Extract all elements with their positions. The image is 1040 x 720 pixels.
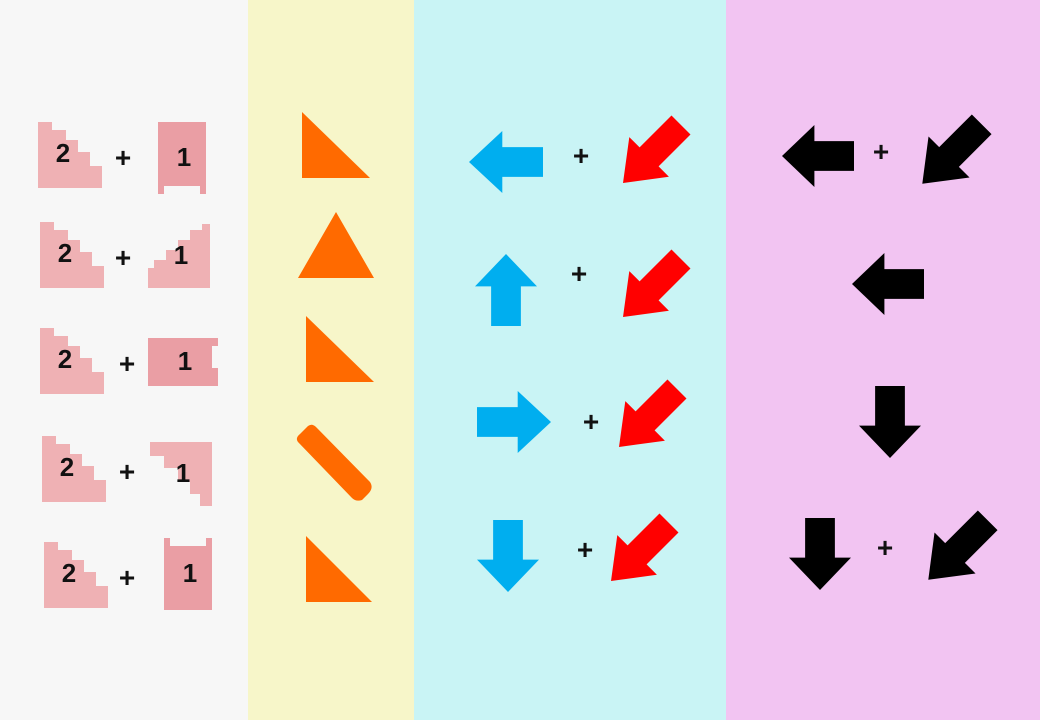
piece-one-shape [164,538,212,610]
arrow-left-icon-path [852,253,924,315]
arrow-right-icon-path [477,391,551,453]
right-triangle-icon [302,112,370,178]
piece-two-shape [42,436,106,502]
arrow-left-icon [469,131,543,193]
plus-sign: + [570,258,588,289]
shape-path [298,212,374,278]
arrow-down-left-icon-path [922,114,992,184]
piece-one-label: 1 [182,558,198,588]
arrow-down-left-icon [623,115,691,183]
piece-one-1 [148,224,210,288]
arrow-down-left-icon [922,114,992,184]
piece-two-shape [40,222,104,288]
arrow-down-left-icon [611,513,679,581]
shape-path [306,536,372,602]
plus-sign: + [872,136,890,167]
arrow-up-icon-path [475,254,537,326]
plus-sign: + [114,242,132,273]
shape-path [296,424,372,501]
piece-one-label: 1 [173,240,189,270]
piece-one-3 [150,442,212,506]
plus-sign: + [572,140,590,171]
piece-two-label: 2 [57,238,73,268]
arrow-down-left-icon-path [623,249,691,317]
piece-one-4 [164,538,212,610]
arrow-down-icon-path [789,518,851,590]
arrow-right-icon [477,391,551,453]
piece-two-0 [38,122,102,188]
plus-sign: + [576,534,594,565]
plus-sign: + [118,348,136,379]
piece-two-shape [38,122,102,188]
piece-two-shape [40,328,104,394]
arrow-up-icon [475,254,537,326]
right-triangle-icon [306,316,374,382]
piece-two-4 [44,542,108,608]
arrow-down-left-icon [619,379,687,447]
isosceles-triangle-icon [298,212,374,278]
right-triangle-icon [306,536,372,602]
arrow-down-icon [789,518,851,590]
arrow-left-icon [782,125,854,187]
piece-two-2 [40,328,104,394]
piece-two-label: 2 [59,452,75,482]
plus-sign: + [118,456,136,487]
piece-two-label: 2 [57,344,73,374]
plus-sign: + [114,142,132,173]
piece-two-label: 2 [55,138,71,168]
arrow-down-icon-path [859,386,921,458]
arrow-left-icon-path [782,125,854,187]
piece-one-label: 1 [176,142,192,172]
arrow-left-icon [852,253,924,315]
diagonal-bar-icon [296,424,372,501]
piece-one-shape [148,224,210,288]
arrow-down-left-icon-path [623,115,691,183]
piece-one-shape [158,122,206,194]
piece-one-2 [148,338,218,386]
arrow-down-left-icon-path [611,513,679,581]
plus-sign: + [876,532,894,563]
panel-black-arrows [726,0,1040,720]
piece-one-label: 1 [177,346,193,376]
arrow-down-left-icon-path [928,510,998,580]
piece-two-3 [42,436,106,502]
piece-two-shape [44,542,108,608]
arrow-down-left-icon [928,510,998,580]
arrow-down-icon [477,520,539,592]
arrow-down-icon [859,386,921,458]
arrow-down-left-icon-path [619,379,687,447]
shape-path [302,112,370,178]
piece-two-label: 2 [61,558,77,588]
piece-one-0 [158,122,206,194]
arrow-down-icon-path [477,520,539,592]
piece-one-label: 1 [175,458,191,488]
shape-path [306,316,374,382]
piece-one-shape [150,442,212,506]
piece-two-1 [40,222,104,288]
piece-one-shape [148,338,218,386]
arrow-left-icon-path [469,131,543,193]
plus-sign: + [582,406,600,437]
arrow-down-left-icon [623,249,691,317]
plus-sign: + [118,562,136,593]
